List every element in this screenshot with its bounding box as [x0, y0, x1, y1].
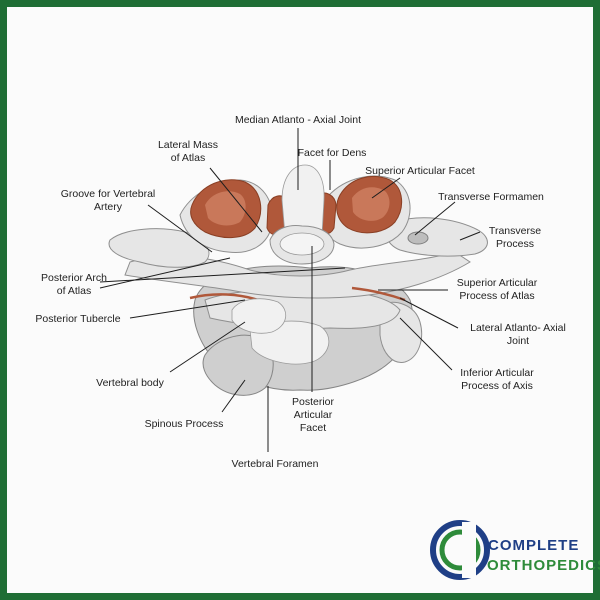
leader-posterior-tubercle: [129, 299, 246, 319]
logo-ring-outer-icon: [430, 520, 490, 580]
leader-spinous-process: [221, 379, 246, 413]
label-posterior-articular-facet-1: Posterior: [292, 396, 335, 408]
label-superior-articular-process-1: Superior Articular: [457, 277, 538, 289]
atlas-right-transverse-process: [386, 217, 488, 257]
leader-groove: [147, 204, 213, 253]
labels: Median Atlanto - Axial Joint Lateral Mas…: [35, 114, 565, 470]
label-inferior-articular-process-1: Inferior Articular: [460, 367, 534, 379]
label-posterior-tubercle: Posterior Tubercle: [35, 313, 120, 325]
leader-lateral-joint: [399, 297, 459, 329]
leader-posterior-arch-1: [99, 267, 346, 283]
logo-text-complete: COMPLETE: [488, 537, 579, 554]
label-lateral-mass-2: of Atlas: [171, 152, 205, 164]
label-superior-articular-process-2: Process of Atlas: [459, 290, 534, 302]
vertebrae-illustration: [108, 164, 488, 396]
label-vertebral-foramen: Vertebral Foramen: [232, 458, 319, 470]
leader-transverse-foramen: [414, 201, 456, 236]
label-transverse-foramen: Transverse Formamen: [438, 191, 544, 203]
transverse-foramen-hole: [407, 231, 429, 245]
label-posterior-articular-facet-2: Articular: [294, 409, 333, 421]
vertebral-foramen-opening: [279, 232, 325, 256]
label-groove-2: Artery: [94, 201, 123, 213]
right-facet-surface: [352, 187, 390, 221]
logo-ring-inner-icon: [439, 529, 481, 571]
leader-vertebral-body: [169, 321, 246, 373]
label-lateral-mass-1: Lateral Mass: [158, 139, 218, 151]
logo-ring-gap: [462, 522, 476, 578]
label-lateral-joint-1: Lateral Atlanto- Axial: [470, 322, 566, 334]
label-transverse-process-1: Transverse: [489, 225, 541, 237]
atlas-left-transverse-process: [108, 228, 210, 268]
label-median-joint: Median Atlanto - Axial Joint: [235, 114, 361, 126]
leader-transverse-process: [459, 231, 481, 241]
label-posterior-arch-2: of Atlas: [57, 285, 91, 297]
label-facet-dens: Facet for Dens: [298, 147, 367, 159]
label-transverse-process-2: Process: [496, 238, 534, 250]
left-lateral-atlanto-axial-joint: [189, 293, 259, 302]
atlas-posterior-arch: [124, 251, 471, 299]
leader-lateral-mass: [209, 167, 263, 233]
logo-text-orthopedics: ORTHOPEDICS: [487, 557, 600, 574]
leader-posterior-arch-2: [99, 257, 231, 289]
label-superior-articular-facet: Superior Articular Facet: [365, 165, 475, 177]
leader-lines: [99, 128, 481, 452]
label-posterior-arch-1: Posterior Arch: [41, 272, 107, 284]
label-posterior-articular-facet-3: Facet: [300, 422, 326, 434]
posterior-tubercle: [231, 298, 286, 334]
label-inferior-articular-process-2: Process of Axis: [461, 380, 533, 392]
leader-superior-articular-facet: [371, 177, 401, 199]
leader-inferior-articular-process: [399, 317, 453, 371]
label-groove-1: Groove for Vertebral: [61, 188, 156, 200]
complete-orthopedics-logo: COMPLETE ORTHOPEDICS: [430, 520, 600, 580]
label-lateral-joint-2: Joint: [507, 335, 529, 347]
label-spinous-process: Spinous Process: [145, 418, 224, 430]
label-vertebral-body: Vertebral body: [96, 377, 164, 389]
